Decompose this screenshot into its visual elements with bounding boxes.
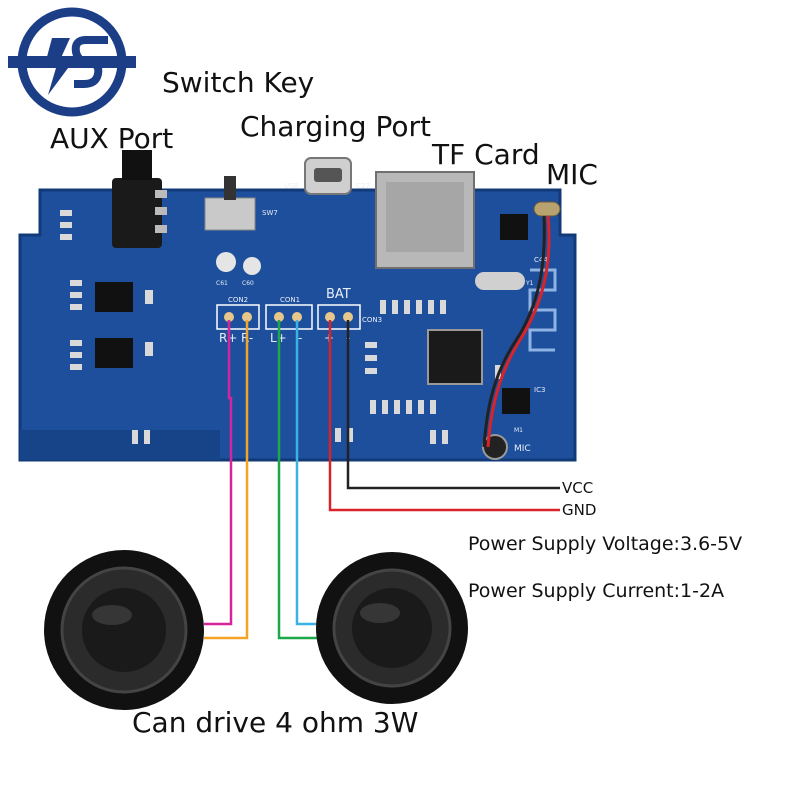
tf-card-slot — [375, 171, 475, 269]
m1-label: M1 — [514, 427, 523, 434]
external-mic — [482, 201, 561, 448]
c60-label: C60 — [242, 280, 254, 287]
c44-label: C44 — [534, 256, 548, 264]
crystal-oscillator — [475, 272, 525, 290]
wire-l-plus — [277, 320, 320, 640]
slide-switch — [204, 176, 256, 231]
wire-gnd — [328, 320, 560, 512]
speaker-icon — [316, 552, 468, 704]
speaker-wires — [204, 320, 320, 640]
switch-key-label: Switch Key — [162, 66, 315, 99]
connector-con3 — [317, 304, 361, 330]
small-chip-ic3 — [502, 388, 530, 414]
speaker-icon — [44, 550, 204, 710]
mic-label: MIC — [546, 158, 598, 191]
bat-label: BAT — [326, 287, 351, 302]
microphone-icon — [482, 434, 508, 460]
wire-vcc — [346, 320, 560, 490]
small-chip-top — [500, 214, 528, 240]
tf-card-label: TF Card — [432, 138, 540, 171]
smd-components — [60, 210, 501, 444]
usb-label: USB — [284, 182, 299, 190]
con1-label: CON1 — [280, 296, 300, 304]
c61-label: C61 — [216, 280, 228, 287]
main-ic-chip — [427, 329, 483, 385]
wire-r-minus — [204, 320, 249, 640]
connector-con2 — [216, 304, 260, 330]
current-label: Power Supply Current:1-2A — [468, 580, 725, 602]
con2-label: CON2 — [228, 296, 248, 304]
y1-label: Y1 — [525, 280, 534, 287]
c27-label: C27 — [356, 182, 370, 190]
ic3-label: IC3 — [534, 386, 545, 394]
vcc-label: VCC — [562, 479, 594, 497]
connector-con1 — [265, 304, 313, 330]
aux-jack — [112, 150, 167, 248]
drive-label: Can drive 4 ohm 3W — [132, 706, 419, 739]
wire-l-minus — [295, 320, 320, 626]
charging-port-label: Charging Port — [240, 110, 431, 143]
l-minus-label: - — [298, 331, 302, 345]
sw7-label: SW7 — [262, 209, 278, 217]
amp-chip-2 — [95, 338, 133, 368]
con3-label: CON3 — [362, 316, 382, 324]
battery-wires — [328, 320, 560, 512]
gnd-label: GND — [562, 501, 597, 519]
board-mic-label: MIC — [514, 444, 531, 454]
brand-logo-icon — [8, 7, 136, 117]
voltage-label: Power Supply Voltage:3.6-5V — [468, 533, 743, 555]
capacitor-pair — [216, 252, 261, 275]
aux-port-label: AUX Port — [50, 122, 174, 155]
amp-chip-1 — [95, 282, 133, 312]
wire-r-plus — [204, 320, 233, 626]
usb-port — [304, 157, 352, 195]
